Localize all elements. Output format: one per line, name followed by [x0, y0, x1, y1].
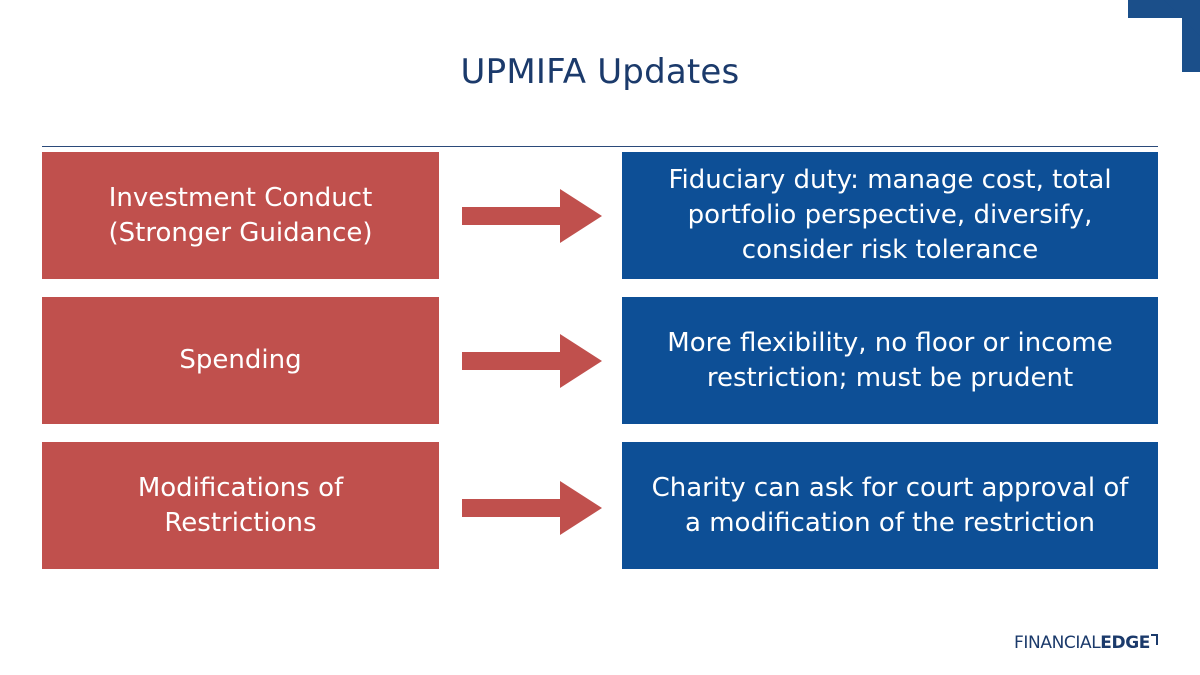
corner-decoration: [1128, 0, 1200, 72]
title-divider: [42, 146, 1158, 147]
row-3-detail-box: Charity can ask for court approval of a …: [622, 442, 1158, 569]
row-3-category-box: Modifications of Restrictions: [42, 442, 439, 569]
row-1-detail-line-2: portfolio perspective, diversify,: [687, 200, 1093, 230]
row-1-category-line-2: (Stronger Guidance): [108, 217, 373, 248]
page-title: UPMIFA Updates: [460, 52, 740, 92]
row-3-detail-line-2: a modification of the restriction: [685, 507, 1095, 538]
row-3-category-line-1: Modifications of: [137, 472, 344, 503]
row-2-detail-line-1: More flexibility, no floor or income: [667, 327, 1113, 358]
row-2-arrow-icon: [462, 334, 602, 388]
logo-text-financial: FINANCIAL: [1014, 633, 1101, 653]
row-1-category-box: Investment Conduct (Stronger Guidance): [42, 152, 439, 279]
row-2-detail-box: More flexibility, no floor or income res…: [622, 297, 1158, 424]
row-1-detail-line-3: consider risk tolerance: [741, 235, 1039, 265]
row-2-category-box: Spending: [42, 297, 439, 424]
row-3-category-line-2: Restrictions: [164, 507, 317, 538]
row-1-detail-box: Fiduciary duty: manage cost, total portf…: [622, 152, 1158, 279]
logo-corner-icon: [1151, 634, 1158, 645]
row-2-detail-line-2: restriction; must be prudent: [706, 362, 1074, 393]
financial-edge-logo: FINANCIALEDGE: [1014, 633, 1158, 653]
row-1-detail-line-1: Fiduciary duty: manage cost, total: [668, 165, 1112, 195]
row-1-arrow-icon: [462, 189, 602, 243]
row-3-detail-line-1: Charity can ask for court approval of: [651, 472, 1129, 503]
logo-text-edge: EDGE: [1100, 633, 1150, 653]
row-1-category-line-1: Investment Conduct: [108, 182, 373, 213]
row-3-arrow-icon: [462, 481, 602, 535]
row-2-category-line-1: Spending: [179, 345, 302, 375]
